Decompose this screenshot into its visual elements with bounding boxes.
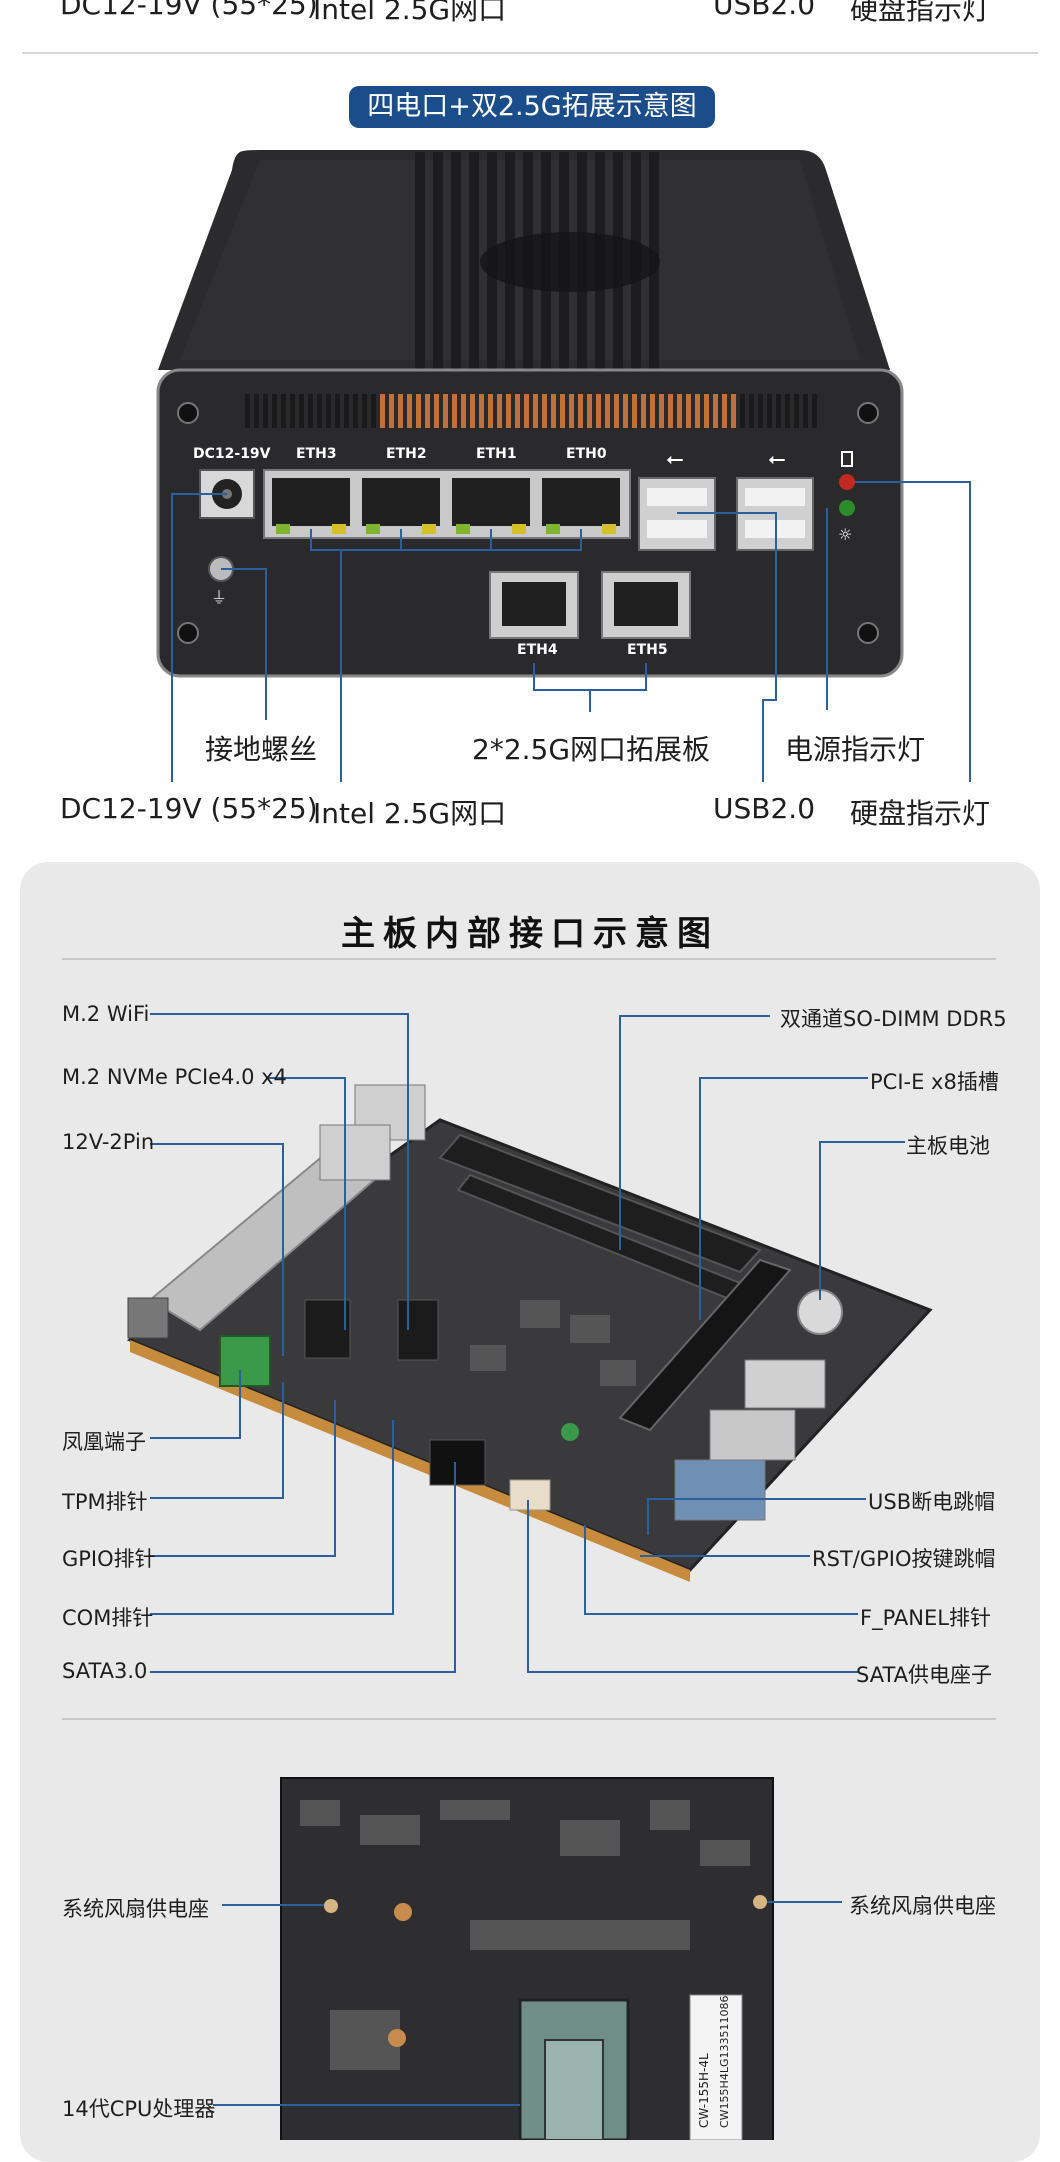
top-label-usb: USB2.0 bbox=[713, 0, 816, 21]
label-fan-header-left: 系统风扇供电座 bbox=[62, 1897, 209, 1921]
label-ddr5: 双通道SO-DIMM DDR5 bbox=[780, 1007, 1007, 1031]
rear-dc bbox=[127, 1297, 169, 1339]
section2-title: 主板内部接口示意图 bbox=[341, 914, 719, 954]
top-label-power: DC12-19V (55*25) bbox=[60, 0, 318, 21]
front-usb-2 bbox=[709, 1409, 796, 1461]
leader-lines bbox=[171, 481, 971, 782]
label-tpm: TPM排针 bbox=[62, 1490, 148, 1514]
label-usb-jumper: USB断电跳帽 bbox=[868, 1490, 996, 1514]
port-label-eth0: ETH0 bbox=[566, 446, 607, 462]
sticker-text-1: CW-155H-4L bbox=[697, 2053, 711, 2128]
rj45-ports bbox=[272, 478, 620, 526]
power-led-icon: ☼ bbox=[838, 525, 852, 544]
label-12v-2pin: 12V-2Pin bbox=[62, 1130, 155, 1154]
callout-usb: USB2.0 bbox=[713, 792, 816, 825]
label-phoenix: 凤凰端子 bbox=[62, 1430, 146, 1454]
serial-sticker bbox=[689, 1994, 743, 2140]
sata-port bbox=[429, 1439, 486, 1486]
label-fan-header-right: 系统风扇供电座 bbox=[849, 1894, 996, 1918]
divider-top bbox=[22, 52, 1038, 54]
panel-screws bbox=[177, 402, 879, 644]
fan-shadow bbox=[480, 232, 660, 292]
port-label-eth5: ETH5 bbox=[627, 642, 668, 658]
front-vent bbox=[245, 394, 817, 428]
rear-lan-2 bbox=[319, 1124, 391, 1181]
fan-header-left-dot bbox=[324, 1899, 338, 1913]
hdd-icon bbox=[841, 451, 853, 467]
callout-ground: 接地螺丝 bbox=[205, 733, 318, 766]
callout-power: DC12-19V (55*25) bbox=[60, 792, 318, 825]
front-usb-3 bbox=[674, 1459, 766, 1521]
label-battery: 主板电池 bbox=[906, 1134, 990, 1158]
callout-hdd-led: 硬盘指示灯 bbox=[850, 797, 991, 830]
port-label-eth4: ETH4 bbox=[517, 642, 558, 658]
usb-icon-1: ⭠ bbox=[666, 447, 684, 472]
hdd-led bbox=[839, 474, 855, 490]
rj45-leds bbox=[276, 524, 616, 534]
label-m2-nvme: M.2 NVMe PCIe4.0 x4 bbox=[62, 1065, 287, 1089]
port-label-eth1: ETH1 bbox=[476, 446, 517, 462]
label-sata-power: SATA供电座子 bbox=[856, 1663, 993, 1687]
port-label-dc: DC12-19V bbox=[193, 446, 271, 462]
callout-lan: Intel 2.5G网口 bbox=[313, 797, 507, 830]
fan-header-right-dot bbox=[753, 1895, 767, 1909]
power-led bbox=[839, 500, 855, 516]
device-illustration: DC12-19V ETH3 ETH2 ETH1 ETH0 ETH4 ETH5 ⏚… bbox=[156, 150, 971, 782]
label-m2-wifi: M.2 WiFi bbox=[62, 1002, 150, 1026]
label-rst-gpio: RST/GPIO按键跳帽 bbox=[812, 1547, 996, 1571]
callout-expansion: 2*2.5G网口拓展板 bbox=[472, 733, 711, 766]
pcie-slot bbox=[618, 1258, 792, 1432]
callout-power-led: 电源指示灯 bbox=[785, 733, 926, 766]
cpu-die bbox=[544, 2039, 604, 2140]
label-fpanel: F_PANEL排针 bbox=[860, 1606, 991, 1630]
divider-section2-bottom bbox=[62, 1718, 996, 1720]
port-label-eth3: ETH3 bbox=[296, 446, 337, 462]
label-pcie: PCI-E x8插槽 bbox=[870, 1070, 999, 1094]
label-com: COM排针 bbox=[62, 1606, 154, 1630]
m2-wifi-slot bbox=[397, 1299, 439, 1361]
front-usb-1 bbox=[744, 1359, 826, 1409]
label-gpio: GPIO排针 bbox=[62, 1547, 156, 1571]
port-label-eth2: ETH2 bbox=[386, 446, 427, 462]
top-label-hdd-led: 硬盘指示灯 bbox=[850, 0, 991, 26]
board-chips bbox=[470, 1300, 636, 1386]
section1-title: 四电口+双2.5G拓展示意图 bbox=[349, 86, 715, 128]
board-leader-lines bbox=[150, 1013, 905, 1673]
label-sata: SATA3.0 bbox=[62, 1659, 148, 1683]
top-label-lan: Intel 2.5G网口 bbox=[313, 0, 507, 26]
ram-slot bbox=[438, 1133, 762, 1274]
sticker-text-2: CW155H4LG133511086 bbox=[718, 1996, 731, 2128]
label-cpu: 14代CPU处理器 bbox=[62, 2097, 216, 2121]
m2-nvme-slot bbox=[304, 1299, 351, 1359]
divider-section2-top bbox=[62, 958, 996, 960]
phoenix-terminal bbox=[219, 1335, 271, 1387]
usb-icon-2: ⭠ bbox=[768, 447, 786, 472]
ground-icon: ⏚ bbox=[211, 588, 227, 607]
back-leader-lines bbox=[213, 1901, 842, 2106]
sata-power bbox=[509, 1479, 551, 1511]
